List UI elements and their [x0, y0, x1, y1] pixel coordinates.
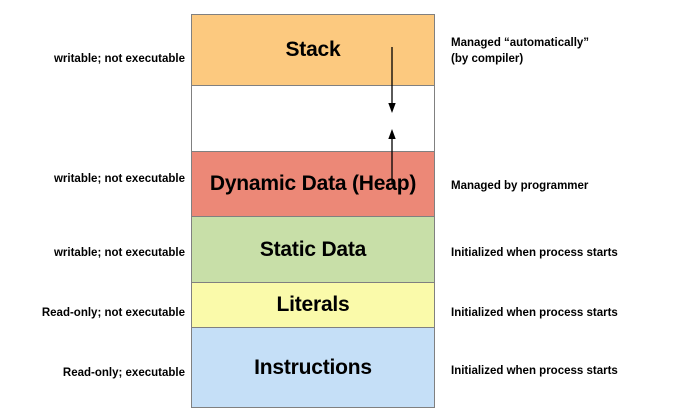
- permission-label-static-data: writable; not executable: [53, 247, 185, 259]
- management-label-instructions: Initialized when process starts: [451, 365, 618, 377]
- memory-block-stack[interactable]: Stack: [191, 14, 435, 86]
- management-label-stack: Managed “automatically” (by compiler): [451, 37, 590, 65]
- permission-label-literals: Read-only; not executable: [41, 307, 185, 319]
- memory-block-literals[interactable]: Literals: [191, 282, 435, 328]
- memory-block-label-heap: Dynamic Data (Heap): [209, 172, 417, 196]
- memory-block-label-stack: Stack: [285, 38, 341, 62]
- memory-block-free-space: [191, 85, 435, 152]
- management-column: Managed “automatically” (by compiler) Ma…: [441, 0, 676, 416]
- memory-block-label-literals: Literals: [276, 293, 350, 317]
- memory-block-heap[interactable]: Dynamic Data (Heap): [191, 151, 435, 217]
- memory-block-static-data[interactable]: Static Data: [191, 216, 435, 283]
- management-label-literals: Initialized when process starts: [451, 307, 618, 319]
- permission-label-stack: writable; not executable: [53, 53, 185, 65]
- permission-label-instructions: Read-only; executable: [62, 367, 185, 379]
- memory-blocks-column: Stack Dynamic Data (Heap) Static Data Li…: [191, 14, 435, 408]
- permission-label-heap: writable; not executable: [53, 173, 185, 185]
- permissions-column: writable; not executable writable; not e…: [0, 0, 191, 416]
- management-label-heap: Managed by programmer: [451, 180, 589, 192]
- memory-block-label-instructions: Instructions: [254, 355, 372, 379]
- memory-block-label-static-data: Static Data: [259, 237, 367, 261]
- memory-block-instructions[interactable]: Instructions: [191, 327, 435, 408]
- management-label-static-data: Initialized when process starts: [451, 247, 618, 259]
